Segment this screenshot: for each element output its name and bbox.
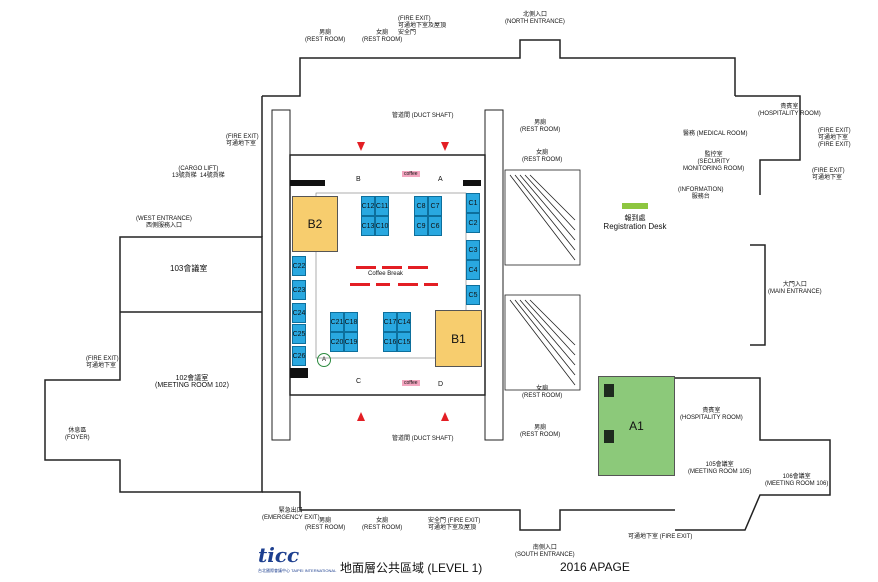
coffee-break-bar [376, 283, 390, 286]
west-entrance: (WEST ENTRANCE) 西側服務入口 [136, 216, 192, 229]
booth-c17[interactable]: C17 [383, 312, 397, 332]
booth-c19[interactable]: C19 [344, 332, 358, 352]
coffee-break-bar [350, 283, 370, 286]
booth-c13[interactable]: C13 [361, 216, 375, 236]
entrance-arrow-icon [441, 142, 449, 151]
booth-c12[interactable]: C12 [361, 196, 375, 216]
booth-c20[interactable]: C20 [330, 332, 344, 352]
hall-letter-b: B [356, 176, 361, 183]
booth-c14[interactable]: C14 [397, 312, 411, 332]
hall-letter-c: C [356, 378, 362, 385]
booth-c23[interactable]: C23 [292, 280, 306, 300]
coffee-break-bar [408, 266, 428, 269]
restroom-right-4: 男廁 (REST ROOM) [520, 425, 561, 438]
north-entrance: 北側入口 (NORTH ENTRANCE) [505, 12, 565, 25]
fire-exit-east: (FIRE EXIT) 可通地下室 (FIRE EXIT) [818, 128, 851, 148]
booth-c4[interactable]: C4 [466, 260, 480, 280]
ticc-logo-subtitle: 台北國際會議中心 TAIPEI INTERNATIONAL [258, 568, 337, 573]
coffee-top: coffee [402, 171, 420, 177]
booth-c16[interactable]: C16 [383, 332, 397, 352]
fire-exit-north: (FIRE EXIT) 可通地下室及屋頂 安全門 [398, 16, 447, 36]
ticc-logo: ticc [258, 543, 300, 567]
room-106: 106會議室 (MEETING ROOM 106) [765, 474, 829, 487]
entrance-arrow-icon [357, 412, 365, 421]
booth-c24[interactable]: C24 [292, 303, 306, 323]
restroom-top-male: 男廁 (REST ROOM) [305, 30, 346, 43]
hall-letter-a: A [438, 176, 443, 183]
hospitality-room-top: 貴賓室 (HOSPITALITY ROOM) [758, 104, 821, 117]
a1-dark-block-1 [604, 384, 614, 397]
fire-exit-south: 安全門 (FIRE EXIT) 可通地下室及屋頂 [428, 518, 481, 531]
security-room: 監控室 (SECURITY MONITORING ROOM) [683, 152, 745, 172]
registration-label-en: Registration Desk [603, 222, 667, 231]
registration-desk[interactable] [622, 203, 648, 209]
booth-c15[interactable]: C15 [397, 332, 411, 352]
information-desk[interactable]: (INFORMATION) 服務台 [678, 187, 724, 200]
emergency-exit: 緊急出口 (EMERGENCY EXIT) [262, 508, 320, 521]
booth-c6[interactable]: C6 [428, 216, 442, 236]
duct-shaft-top: 管道間 (DUCT SHAFT) [392, 113, 454, 119]
south-entrance: 南側入口 (SOUTH ENTRANCE) [515, 545, 575, 558]
coffee-break-bar [356, 266, 376, 269]
coffee-bottom: coffee [402, 380, 420, 386]
fire-exit-west: (FIRE EXIT) 可通地下室 [226, 134, 259, 147]
coffee-break-bar [382, 266, 402, 269]
restroom-right-1: 男廁 (REST ROOM) [520, 120, 561, 133]
restroom-right-2: 女廁 (REST ROOM) [522, 150, 563, 163]
booth-c25[interactable]: C25 [292, 324, 306, 344]
booth-c21[interactable]: C21 [330, 312, 344, 332]
fire-exit-southeast: 可通地下室 (FIRE EXIT) [628, 534, 693, 540]
room-102: 102會議室 (MEETING ROOM 102) [155, 375, 229, 389]
room-103: 103會議室 [170, 264, 208, 273]
fire-exit-east-2: (FIRE EXIT) 可通地下室 [812, 168, 845, 181]
fire-exit-foyer: (FIRE EXIT) 可通地下室 [86, 356, 119, 369]
coffee-break-bar [424, 283, 438, 286]
booth-c1[interactable]: C1 [466, 193, 480, 213]
registration-label-zh: 報到處 [624, 215, 646, 222]
booth-c10[interactable]: C10 [375, 216, 389, 236]
booth-b2[interactable]: B2 [292, 196, 338, 252]
restroom-bottom-female: 女廁 (REST ROOM) [362, 518, 403, 531]
floor-title: 地面層公共區域 (LEVEL 1) [340, 561, 483, 575]
cargo-lift: (CARGO LIFT) 13號貨梯 14號貨梯 [172, 166, 225, 179]
restroom-top-female: 女廁 (REST ROOM) [362, 30, 403, 43]
main-entrance: 大門入口 (MAIN ENTRANCE) [768, 282, 822, 295]
coffee-break-label: Coffee Break [368, 271, 403, 277]
booth-c22[interactable]: C22 [292, 256, 306, 276]
entrance-arrow-icon [357, 142, 365, 151]
medical-room: 醫務 (MEDICAL ROOM) [683, 131, 748, 137]
entrance-arrow-icon [441, 412, 449, 421]
booth-c5[interactable]: C5 [466, 285, 480, 305]
booth-c11[interactable]: C11 [375, 196, 389, 216]
event-name: 2016 APAGE [560, 560, 630, 574]
booth-c7[interactable]: C7 [428, 196, 442, 216]
restroom-bottom-male: 男廁 (REST ROOM) [305, 518, 346, 531]
restroom-right-3: 女廁 (REST ROOM) [522, 386, 563, 399]
booth-c18[interactable]: C18 [344, 312, 358, 332]
booth-c26[interactable]: C26 [292, 346, 306, 366]
hospitality-room-a1: 貴賓室 (HOSPITALITY ROOM) [680, 408, 743, 421]
hall-letter-d: D [438, 381, 444, 388]
circle-a-marker: A [317, 353, 331, 367]
booth-c9[interactable]: C9 [414, 216, 428, 236]
booth-c8[interactable]: C8 [414, 196, 428, 216]
foyer: 休息區 (FOYER) [65, 428, 90, 441]
a1-dark-block-2 [604, 430, 614, 443]
booth-b1[interactable]: B1 [435, 310, 482, 367]
duct-shaft-bottom: 管道間 (DUCT SHAFT) [392, 436, 454, 442]
booth-c3[interactable]: C3 [466, 240, 480, 260]
booth-c2[interactable]: C2 [466, 213, 480, 233]
room-105: 105會議室 (MEETING ROOM 105) [688, 462, 752, 475]
coffee-break-bar [398, 283, 418, 286]
